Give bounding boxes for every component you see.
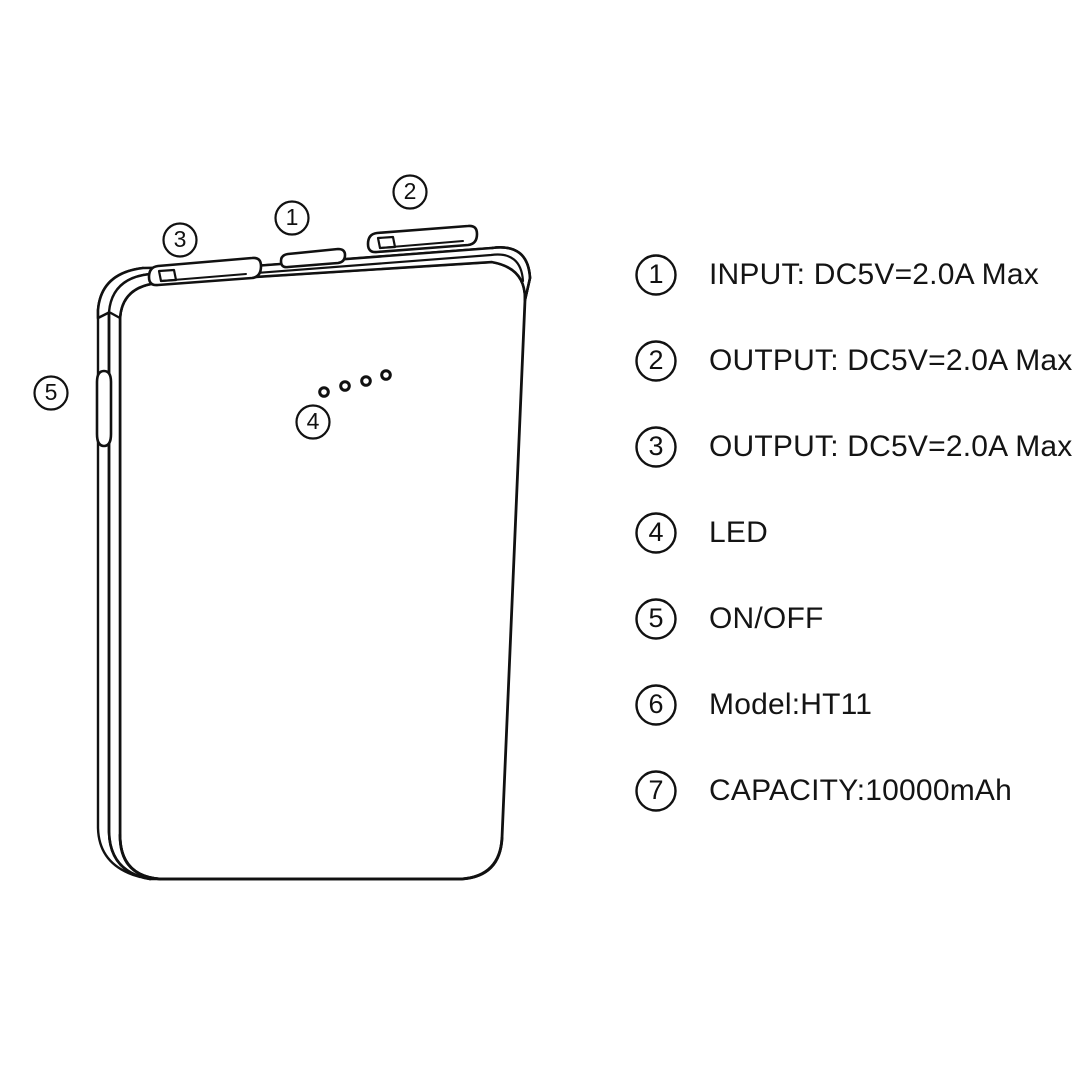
circled-number-icon	[635, 426, 677, 468]
body-bottom-edge	[118, 833, 504, 881]
usb-output-port-left-shape	[147, 256, 263, 287]
callout-circle-icon	[392, 174, 428, 210]
legend-marker-3: 3	[634, 425, 678, 469]
led-dot-2	[339, 380, 351, 392]
legend-marker-6: 6	[634, 683, 678, 727]
circled-number-icon	[635, 340, 677, 382]
legend-marker-4: 4	[634, 511, 678, 555]
circled-number-icon	[635, 512, 677, 554]
legend-item-3: 3 OUTPUT: DC5V=2.0A Max	[634, 424, 1074, 470]
callout-number-5: 5	[44, 379, 58, 405]
power-bank-illustration	[95, 224, 532, 881]
circled-number-icon	[635, 254, 677, 296]
legend-label-1: INPUT: DC5V=2.0A Max	[709, 258, 1039, 291]
legend-label-4: LED	[709, 516, 768, 549]
callout-badge-4: 4	[294, 403, 332, 441]
callout-number-4: 4	[306, 408, 320, 434]
led-dot-3	[360, 375, 372, 387]
callout-circle-icon	[295, 404, 331, 440]
legend-label-3: OUTPUT: DC5V=2.0A Max	[709, 430, 1073, 463]
legend-label-6: Model:HT11	[709, 688, 873, 721]
legend-label-7: CAPACITY:10000mAh	[709, 774, 1012, 807]
legend-number-1: 1	[648, 259, 664, 289]
legend-item-6: 6 Model:HT11	[634, 682, 1074, 728]
circled-number-icon	[635, 770, 677, 812]
usb-output-port-right-shape	[366, 224, 479, 254]
legend-list: 1 INPUT: DC5V=2.0A Max 2 OUTPUT: DC5V=2.…	[634, 252, 1074, 814]
legend-marker-5: 5	[634, 597, 678, 641]
body-top-rim-line	[150, 253, 525, 283]
legend-number-7: 7	[648, 775, 664, 805]
legend-marker-2: 2	[634, 339, 678, 383]
power-button-shape	[95, 369, 113, 448]
body-top-right-corner	[490, 246, 532, 302]
led-dot-1	[318, 386, 330, 398]
legend-label-5: ON/OFF	[709, 602, 824, 635]
legend-label-2: OUTPUT: DC5V=2.0A Max	[709, 344, 1073, 377]
callout-number-3: 3	[173, 226, 187, 252]
callout-number-2: 2	[403, 178, 417, 204]
legend-number-4: 4	[648, 517, 664, 547]
legend-item-4: 4 LED	[634, 510, 1074, 556]
micro-usb-input-port-shape	[279, 247, 347, 269]
callout-circle-icon	[274, 200, 310, 236]
callout-badge-5: 5	[32, 374, 70, 412]
circled-number-icon	[635, 598, 677, 640]
callout-circle-icon	[162, 222, 198, 258]
legend-number-2: 2	[648, 345, 664, 375]
legend-item-7: 7 CAPACITY:10000mAh	[634, 768, 1074, 814]
callout-badge-2: 2	[391, 173, 429, 211]
callout-number-1: 1	[285, 204, 299, 230]
legend-item-2: 2 OUTPUT: DC5V=2.0A Max	[634, 338, 1074, 384]
callout-badge-1: 1	[273, 199, 311, 237]
led-indicator-dots	[318, 369, 392, 398]
legend-marker-1: 1	[634, 253, 678, 297]
callout-circle-icon	[33, 375, 69, 411]
body-front-face	[118, 260, 527, 881]
circled-number-icon	[635, 684, 677, 726]
legend-marker-7: 7	[634, 769, 678, 813]
legend-item-1: 1 INPUT: DC5V=2.0A Max	[634, 252, 1074, 298]
legend-number-6: 6	[648, 689, 664, 719]
legend-number-3: 3	[648, 431, 664, 461]
legend-item-5: 5 ON/OFF	[634, 596, 1074, 642]
callout-badge-3: 3	[161, 221, 199, 259]
led-dot-4	[380, 369, 392, 381]
legend-number-5: 5	[648, 603, 664, 633]
